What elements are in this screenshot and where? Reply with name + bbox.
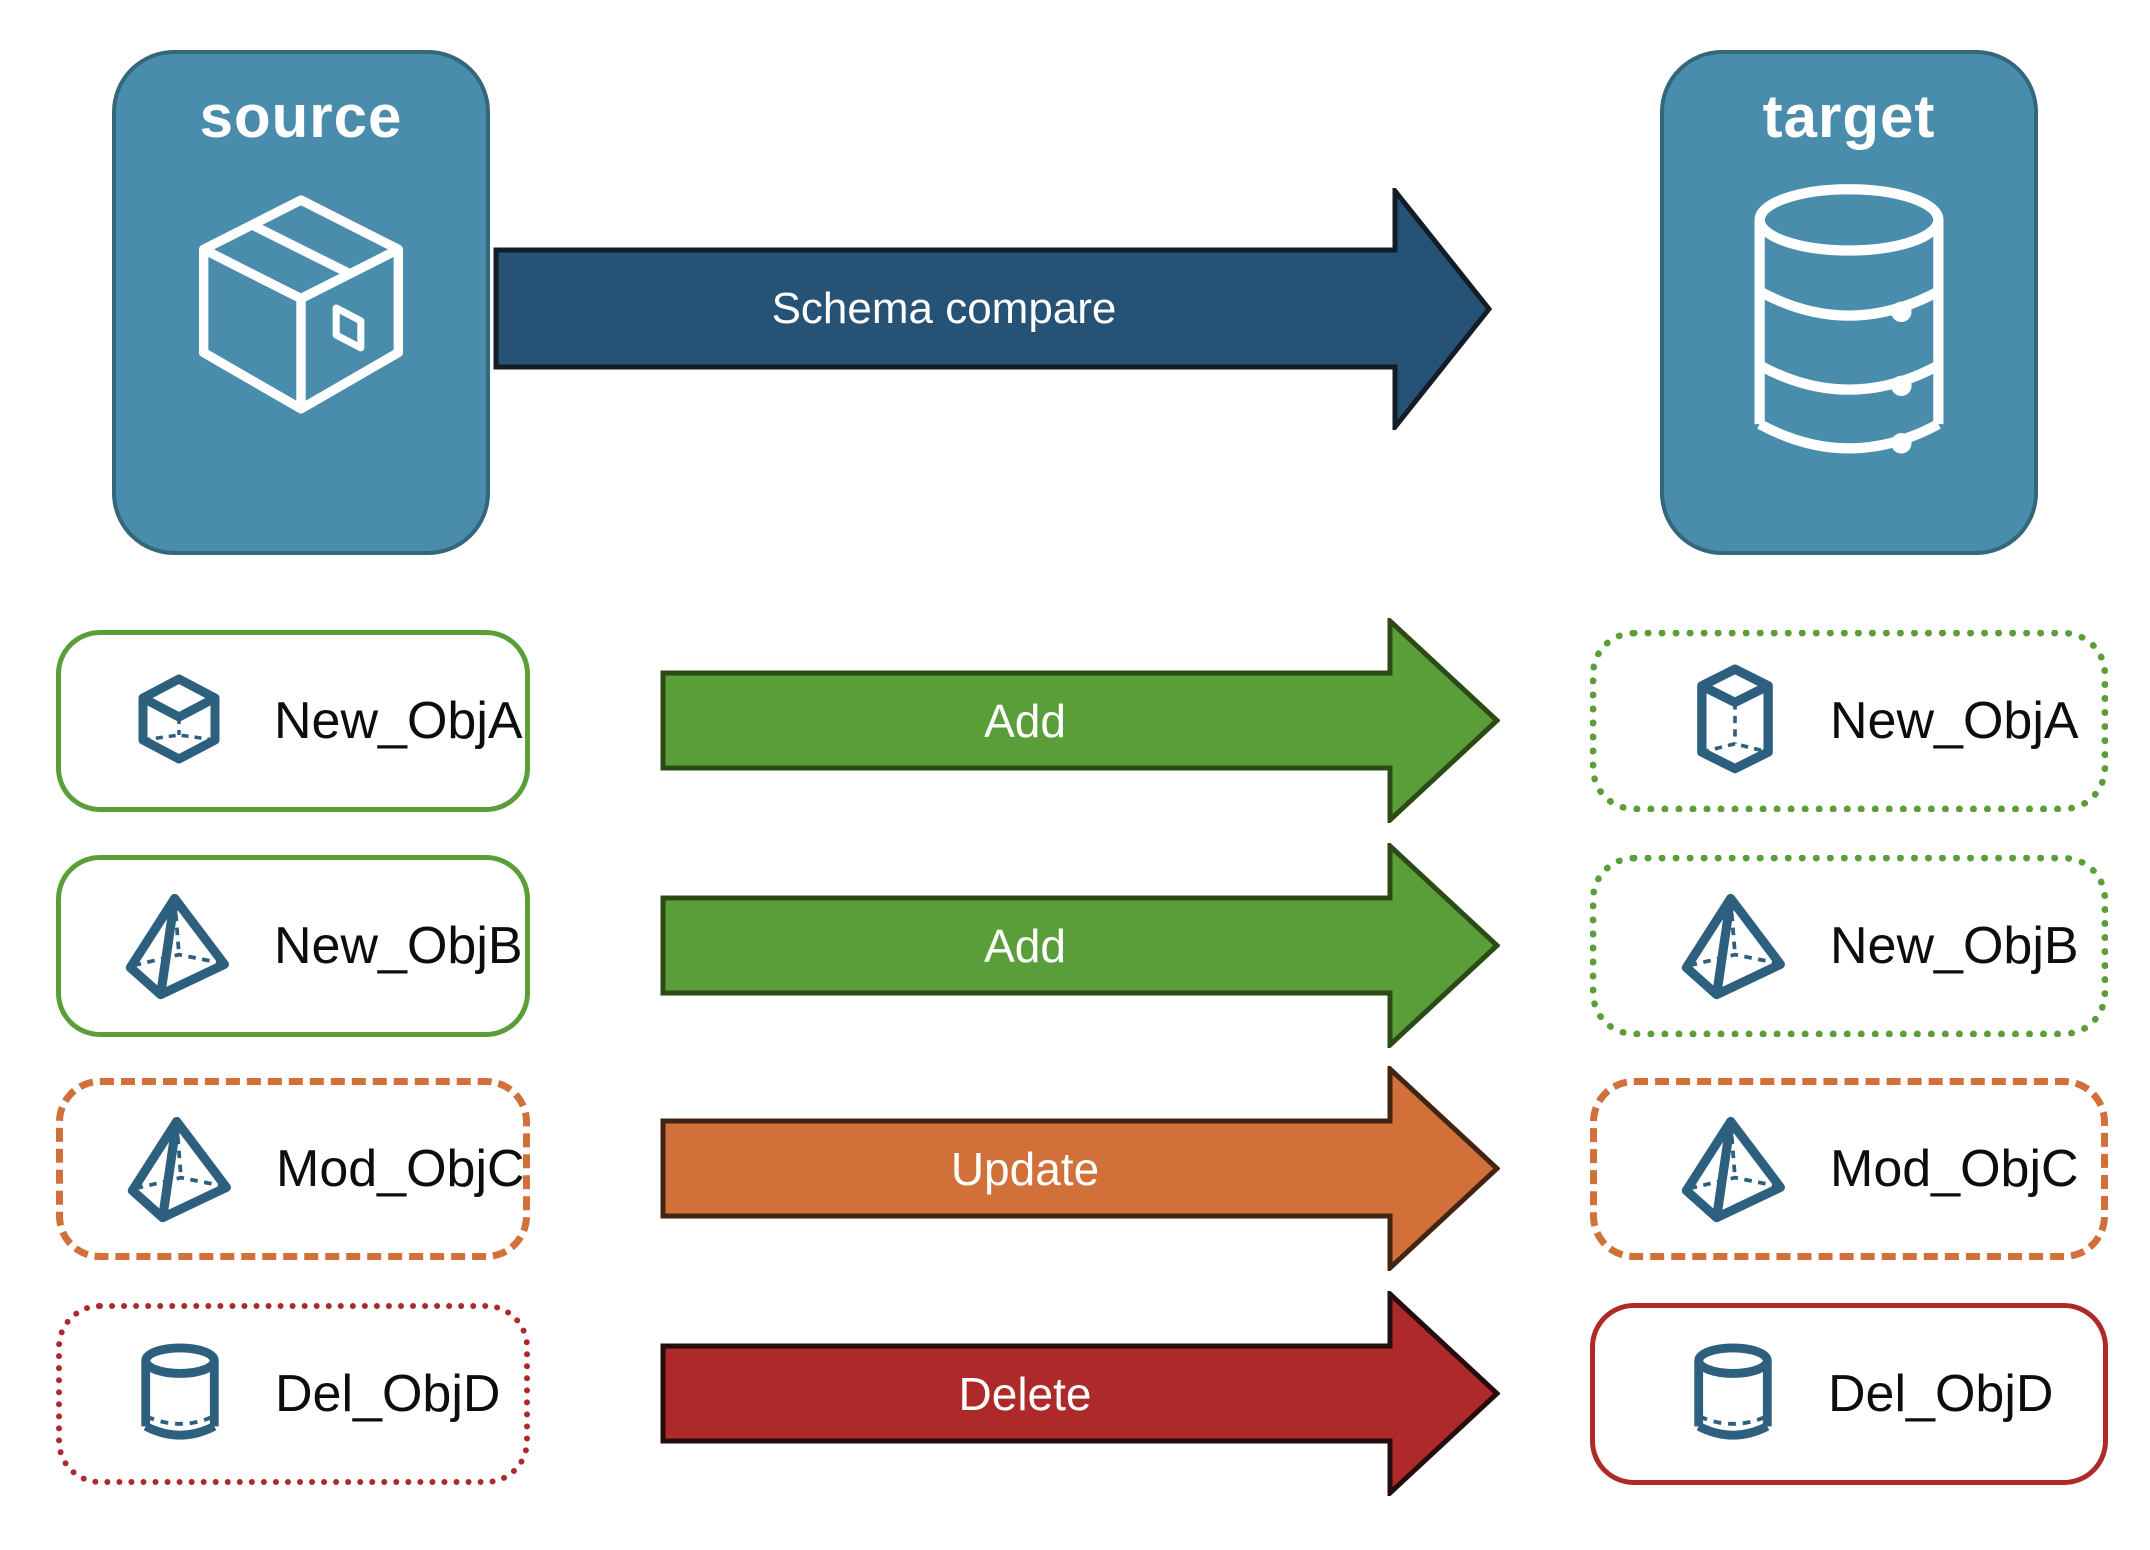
- source-item-new-objb: New_ObjB: [56, 855, 530, 1037]
- cylinder-icon: [1665, 1324, 1800, 1464]
- right-arrow-icon: [660, 1066, 1500, 1271]
- item-label: Del_ObjD: [1828, 1365, 2054, 1423]
- source-item-mod-objc: Mod_ObjC: [56, 1078, 530, 1260]
- cube-icon: [111, 651, 246, 791]
- right-arrow-icon: [660, 843, 1500, 1048]
- item-label: New_ObjB: [1830, 917, 2079, 975]
- source-item-new-obja: New_ObjA: [56, 630, 530, 812]
- pyramid-icon: [1667, 1099, 1802, 1239]
- target-item-new-obja: New_ObjA: [1590, 630, 2108, 812]
- cylinder-icon: [112, 1324, 247, 1464]
- source-node: source: [112, 50, 490, 555]
- cuboid-icon: [1667, 651, 1802, 791]
- item-label: New_ObjB: [274, 917, 523, 975]
- target-item-mod-objc: Mod_ObjC: [1590, 1078, 2108, 1260]
- source-title: source: [199, 83, 403, 150]
- item-label: Mod_ObjC: [1830, 1140, 2079, 1198]
- target-item-new-objb: New_ObjB: [1590, 855, 2108, 1037]
- add-arrow-label: Add: [984, 919, 1066, 972]
- add-arrow-2: Add: [660, 843, 1500, 1048]
- pyramid-icon: [111, 876, 246, 1016]
- add-arrow-label: Add: [984, 694, 1066, 747]
- target-item-del-objd: Del_ObjD: [1590, 1303, 2108, 1485]
- database-icon: [1739, 179, 1959, 479]
- pyramid-icon: [1667, 876, 1802, 1016]
- add-arrow-1: Add: [660, 618, 1500, 823]
- item-label: Mod_ObjC: [276, 1140, 525, 1198]
- item-label: Del_ObjD: [275, 1365, 501, 1423]
- item-label: New_ObjA: [274, 692, 523, 750]
- pyramid-icon: [113, 1099, 248, 1239]
- schema-compare-arrow: Schema compare: [493, 188, 1492, 430]
- package-icon: [166, 179, 436, 437]
- delete-arrow-label: Delete: [958, 1367, 1092, 1420]
- update-arrow-label: Update: [950, 1142, 1100, 1195]
- source-item-del-objd: Del_ObjD: [56, 1303, 530, 1485]
- item-label: New_ObjA: [1830, 692, 2079, 750]
- update-arrow: Update: [660, 1066, 1500, 1271]
- schema-compare-label: Schema compare: [771, 283, 1117, 333]
- right-arrow-icon: [660, 1291, 1500, 1496]
- target-node: target: [1660, 50, 2038, 555]
- right-arrow-icon: [660, 618, 1500, 823]
- delete-arrow: Delete: [660, 1291, 1500, 1496]
- target-title: target: [1762, 83, 1936, 150]
- right-arrow-icon: [493, 188, 1492, 430]
